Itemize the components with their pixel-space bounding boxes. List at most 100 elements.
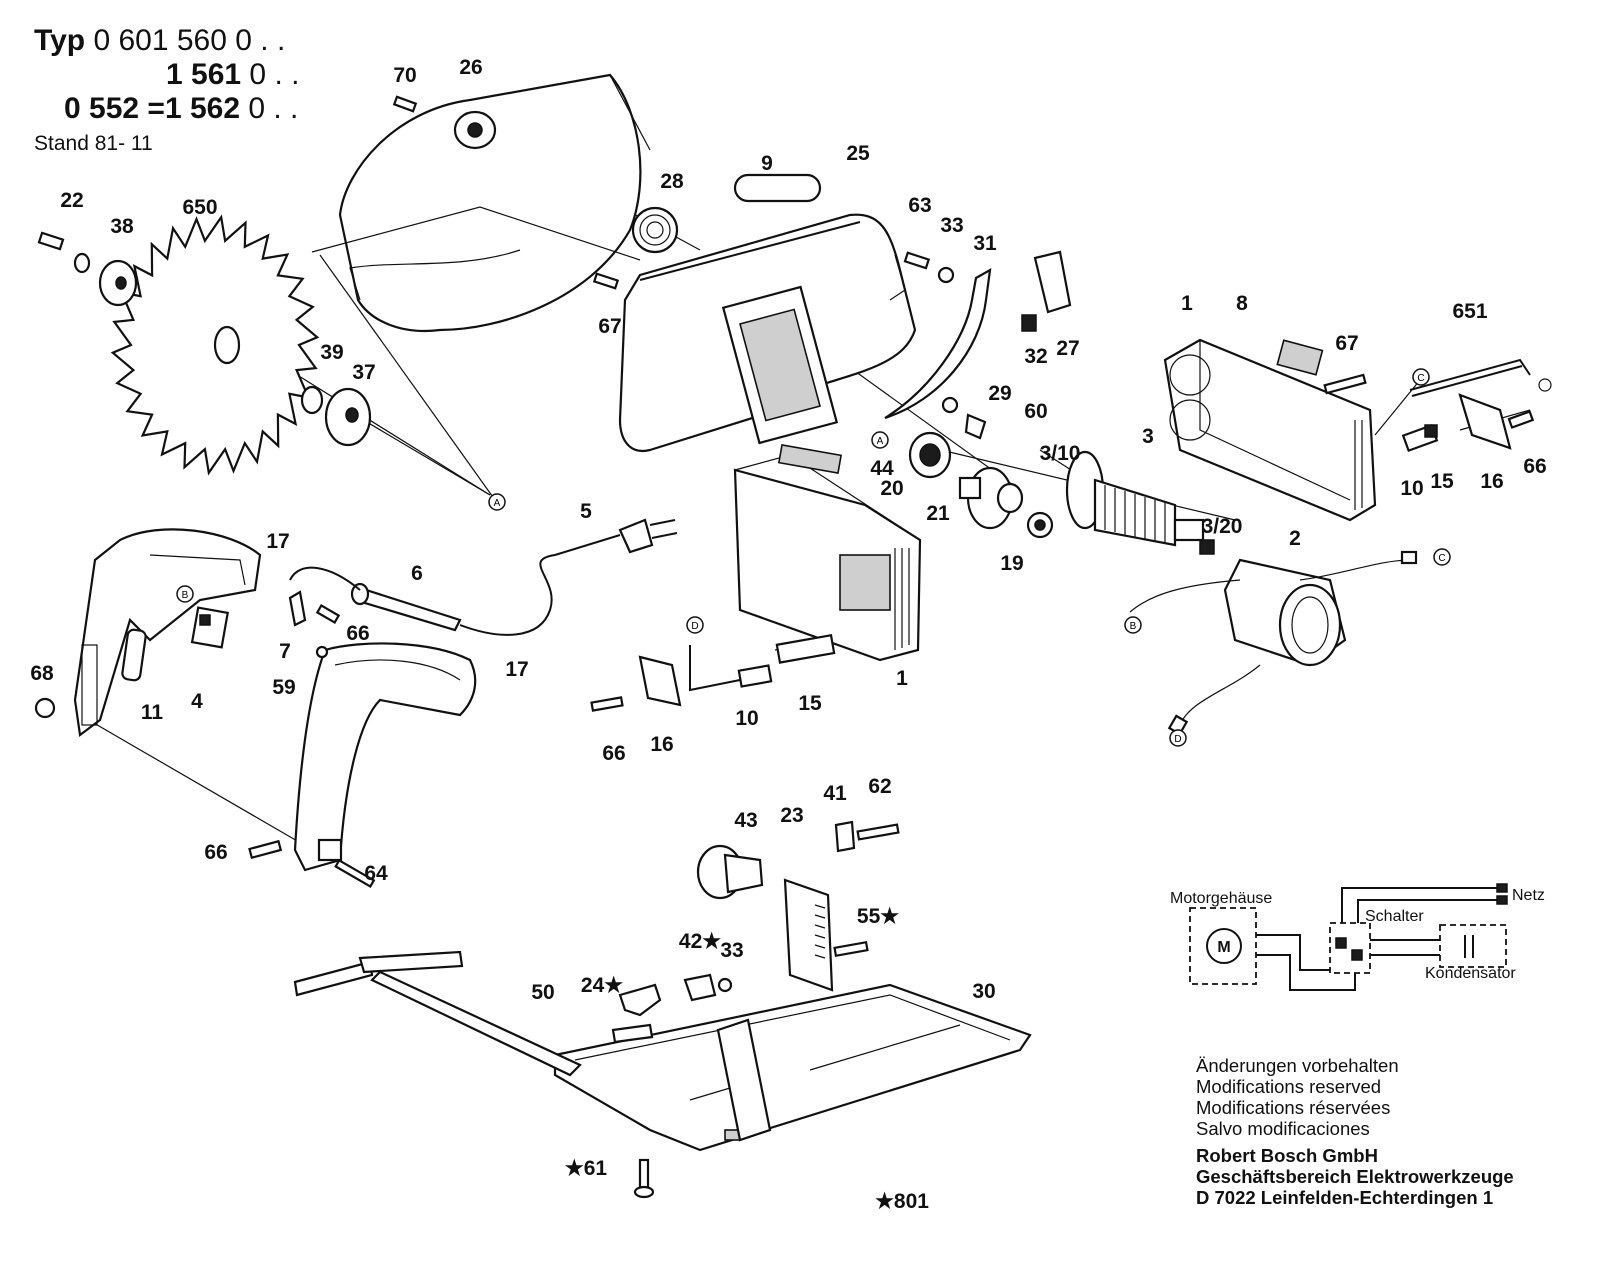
part-label: 3 bbox=[1142, 425, 1154, 448]
part-label: 31 bbox=[973, 232, 997, 255]
part-label: 62 bbox=[868, 775, 891, 798]
motor-symbol: M bbox=[1217, 939, 1230, 956]
part-label: 55★ bbox=[857, 905, 899, 928]
parallel-guide bbox=[293, 950, 582, 1077]
part-label: 650 bbox=[182, 196, 217, 219]
connector-marker: C bbox=[1412, 368, 1430, 386]
label-kondensator: Kondensator bbox=[1425, 965, 1516, 982]
part-label: 59 bbox=[272, 676, 295, 699]
connector-marker-label: B bbox=[1130, 621, 1137, 632]
type-suffix-1: 0 . . bbox=[235, 24, 286, 57]
part-label: 651 bbox=[1452, 300, 1487, 323]
type-number-3: 1 562 bbox=[164, 92, 241, 125]
part-label: 67 bbox=[1335, 332, 1358, 355]
part-label: 66 bbox=[346, 622, 369, 645]
part-label: 1 bbox=[896, 667, 908, 690]
note-fr: Modifications réservées bbox=[1196, 1097, 1391, 1118]
armature bbox=[1065, 450, 1215, 555]
blade-guard bbox=[311, 73, 651, 333]
connector-marker: D bbox=[686, 616, 704, 634]
part-label: 66 bbox=[204, 841, 227, 864]
part-label: 8 bbox=[1236, 292, 1248, 315]
part-label: 23 bbox=[780, 804, 803, 827]
part-label: 15 bbox=[798, 692, 822, 715]
gear-parts bbox=[908, 431, 1054, 539]
connector-marker: A bbox=[488, 493, 506, 511]
part-label: 41 bbox=[823, 782, 847, 805]
power-cord bbox=[289, 518, 678, 636]
connector-marker-label: C bbox=[1417, 373, 1424, 384]
part-label: 21 bbox=[926, 502, 950, 525]
connector-marker-label: D bbox=[691, 621, 698, 632]
part-label: 4 bbox=[191, 690, 203, 713]
connector-marker: B bbox=[1124, 616, 1142, 634]
part-label: 63 bbox=[908, 194, 931, 217]
brush-housing-middle bbox=[733, 444, 922, 662]
connector-marker-label: C bbox=[1438, 553, 1445, 564]
part-label: 32 bbox=[1024, 345, 1047, 368]
part-label: 66 bbox=[1523, 455, 1546, 478]
motor-housing-right bbox=[1163, 338, 1377, 522]
type-number-2: 1 561 bbox=[166, 58, 242, 91]
connector-marker-label: D bbox=[1174, 734, 1181, 745]
wiring-schematic: M Motorgehäuse Netz Schalter Kondensator bbox=[1170, 883, 1545, 991]
part-label: 7 bbox=[279, 640, 291, 663]
modification-notes: Änderungen vorbehalten Modifications res… bbox=[1196, 1055, 1399, 1139]
part-label: 33 bbox=[940, 214, 963, 237]
company-division: Geschäftsbereich Elektrowerkzeuge bbox=[1196, 1166, 1514, 1187]
motor-cover bbox=[618, 173, 917, 453]
part-label: 27 bbox=[1056, 337, 1079, 360]
field-stator bbox=[1129, 550, 1418, 736]
part-label: 50 bbox=[531, 981, 554, 1004]
part-label: 39 bbox=[320, 341, 343, 364]
part-label: 33 bbox=[720, 939, 743, 962]
part-label: 37 bbox=[352, 361, 375, 384]
part-label: 9 bbox=[761, 152, 773, 175]
typ-label: Typ bbox=[34, 24, 86, 57]
adjust-knobs bbox=[611, 973, 733, 1199]
handle-rear bbox=[34, 528, 307, 737]
part-label: ★801 bbox=[875, 1190, 929, 1213]
part-label: 70 bbox=[393, 64, 416, 87]
note-de: Änderungen vorbehalten bbox=[1196, 1055, 1399, 1076]
part-label: 42★ bbox=[679, 930, 721, 953]
type-suffix-3: 0 . . bbox=[248, 92, 299, 125]
part-label: 10 bbox=[735, 707, 758, 730]
type-suffix-2: 0 . . bbox=[249, 58, 300, 91]
label-motorgehaeuse: Motorgehäuse bbox=[1170, 890, 1272, 907]
part-label: 67 bbox=[598, 315, 621, 338]
note-en: Modifications reserved bbox=[1196, 1076, 1382, 1097]
type-number-1: 0 601 560 bbox=[93, 24, 227, 57]
type-line-1: Typ 0 601 560 0 . . bbox=[34, 24, 285, 58]
part-label: 29 bbox=[988, 382, 1011, 405]
blade-fasteners bbox=[37, 231, 372, 447]
part-label: ★61 bbox=[565, 1157, 608, 1180]
handle-screws bbox=[248, 604, 376, 888]
part-label: 24★ bbox=[581, 974, 623, 997]
brush-parts-right bbox=[1401, 393, 1535, 453]
connector-marker: C bbox=[1433, 548, 1451, 566]
part-label: 1 bbox=[1181, 292, 1193, 315]
part-label: 26 bbox=[459, 56, 482, 79]
type-line-2: 1 561 0 . . bbox=[166, 58, 299, 92]
part-label: 17 bbox=[266, 530, 289, 553]
part-label: 22 bbox=[60, 189, 83, 212]
brush-parts-middle bbox=[590, 634, 836, 712]
part-label: 6 bbox=[411, 562, 423, 585]
connector-marker: A bbox=[871, 431, 889, 449]
hex-key bbox=[1323, 358, 1552, 397]
part-label: 43 bbox=[734, 809, 757, 832]
handle-front bbox=[293, 642, 477, 872]
saw-blade bbox=[110, 214, 320, 476]
part-label: 3/20 bbox=[1202, 515, 1243, 538]
part-label: 20 bbox=[880, 477, 903, 500]
part-label: 16 bbox=[1480, 470, 1503, 493]
part-label: 19 bbox=[1000, 552, 1023, 575]
part-label: 28 bbox=[660, 170, 684, 193]
type-prefix-3: 0 552 = bbox=[64, 92, 165, 125]
label-netz: Netz bbox=[1512, 887, 1545, 904]
part-label: 3/10 bbox=[1040, 442, 1081, 465]
connector-markers: A A B B C C D D bbox=[176, 368, 1451, 747]
connector-marker: B bbox=[176, 585, 194, 603]
connector-marker-label: A bbox=[494, 498, 501, 509]
